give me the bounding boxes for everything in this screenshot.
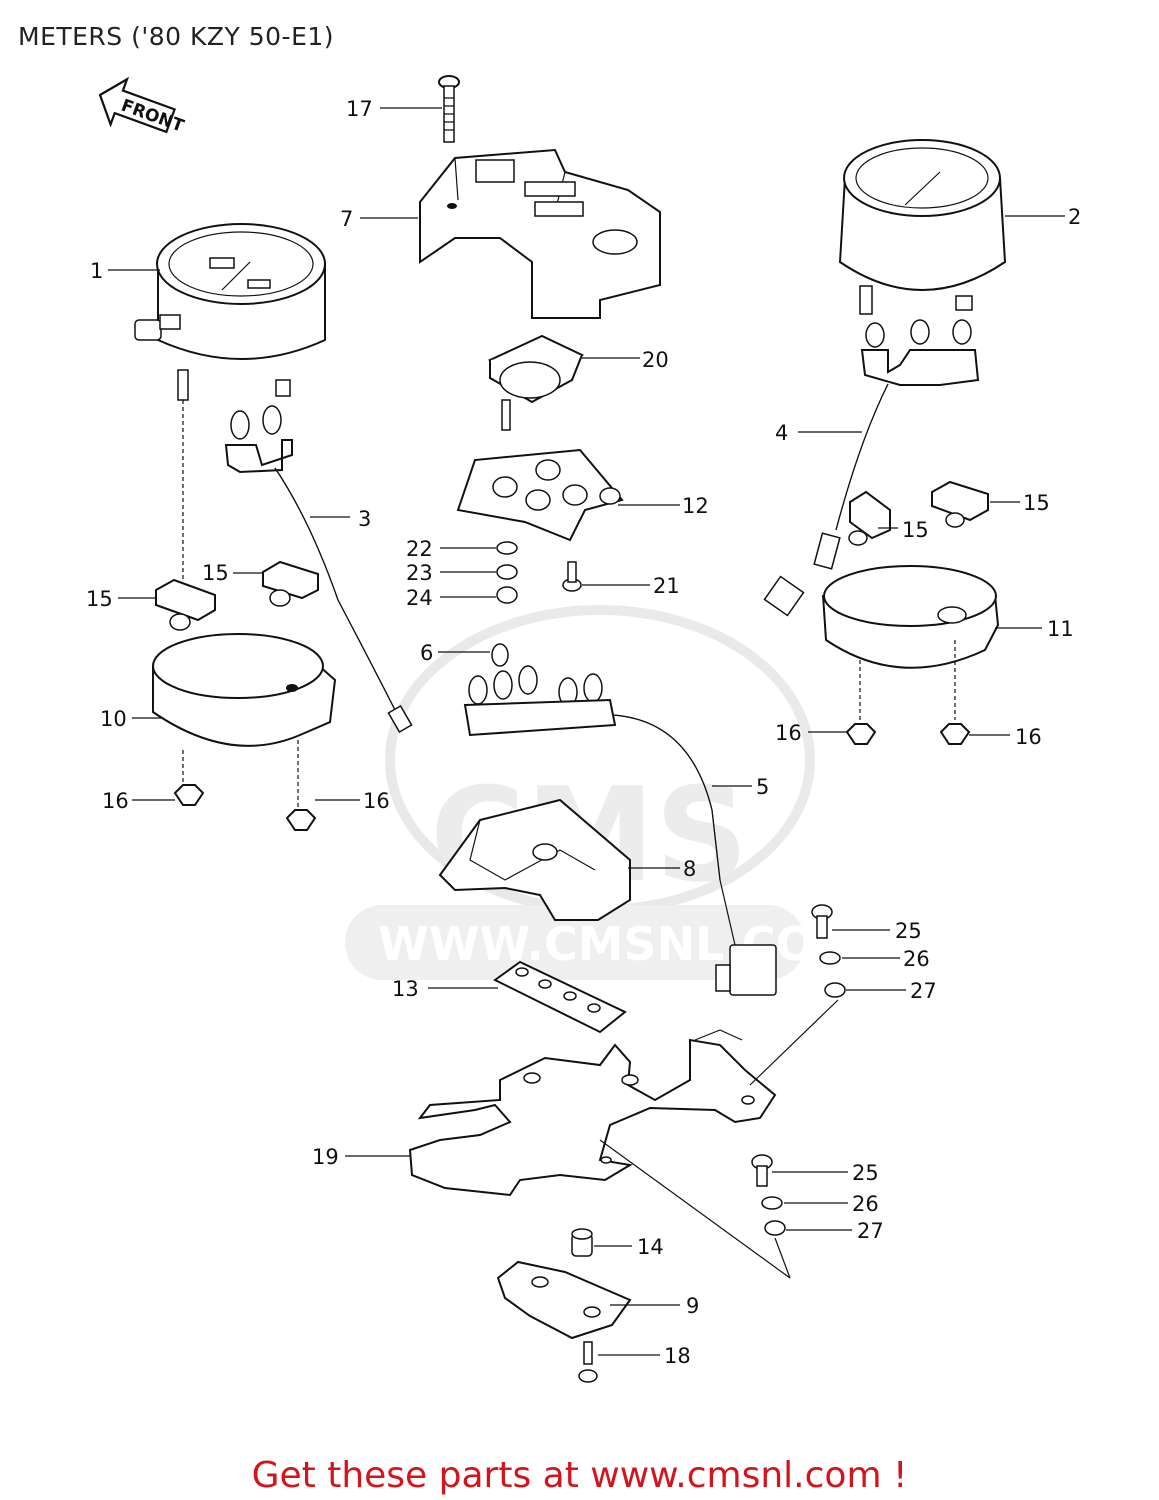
left-harness-3 xyxy=(224,405,413,734)
fasteners-25-27-lower xyxy=(751,1154,786,1236)
diagram-title: METERS ('80 KZY 50-E1) xyxy=(18,22,335,51)
label-16-b: 16 xyxy=(1015,725,1042,749)
label-16-a: 16 xyxy=(775,721,802,745)
right-housing-11 xyxy=(822,565,1000,722)
label-18: 18 xyxy=(664,1344,691,1368)
label-12: 12 xyxy=(682,494,709,518)
grommet-14 xyxy=(571,1228,593,1257)
footer-link[interactable]: Get these parts at www.cmsnl.com ! xyxy=(251,1455,908,1496)
fasteners-25-27-upper xyxy=(811,904,846,998)
bracket-15-left-a xyxy=(155,578,216,631)
bracket-15-left-b xyxy=(262,560,319,607)
nuts-16-left xyxy=(173,740,317,831)
plate-9 xyxy=(496,1260,632,1340)
label-21: 21 xyxy=(653,574,680,598)
label-6: 6 xyxy=(420,641,433,665)
label-24: 24 xyxy=(406,586,433,610)
left-housing-10 xyxy=(152,633,337,747)
label-8: 8 xyxy=(683,857,696,881)
label-2: 2 xyxy=(1068,205,1081,229)
label-13: 13 xyxy=(392,977,419,1001)
label-22: 22 xyxy=(406,537,433,561)
watermark-url: WWW.CMSNL.COM xyxy=(378,917,861,971)
label-20: 20 xyxy=(642,348,669,372)
nuts-16-right xyxy=(845,723,971,745)
label-3: 3 xyxy=(358,507,371,531)
label-27-b: 27 xyxy=(857,1219,884,1243)
label-15-b: 15 xyxy=(902,518,929,542)
meter-cover-7 xyxy=(419,148,661,319)
label-11: 11 xyxy=(1047,617,1074,641)
socket-base-12 xyxy=(456,448,624,542)
front-arrow: FRONT xyxy=(98,76,187,137)
fasteners-22-24 xyxy=(496,541,582,604)
label-9: 9 xyxy=(686,1294,699,1318)
label-27-a: 27 xyxy=(910,979,937,1003)
label-14: 14 xyxy=(637,1235,664,1259)
label-17: 17 xyxy=(346,97,373,121)
label-23: 23 xyxy=(406,561,433,585)
left-meter-1 xyxy=(134,223,326,580)
switch-20 xyxy=(487,334,585,431)
right-harness-4 xyxy=(763,319,980,617)
label-16-c: 16 xyxy=(102,789,129,813)
label-26-a: 26 xyxy=(903,947,930,971)
label-16-d: 16 xyxy=(363,789,390,813)
watermark: CMS WWW.CMSNL.COM xyxy=(345,605,861,980)
label-26-b: 26 xyxy=(852,1192,879,1216)
screw-17 xyxy=(438,75,460,143)
leader-lines xyxy=(108,107,1065,1356)
bracket-15-right-b xyxy=(931,480,989,528)
label-19: 19 xyxy=(312,1145,339,1169)
lower-cover-8 xyxy=(438,798,631,921)
label-4: 4 xyxy=(775,421,788,445)
bracket-15-right-a xyxy=(848,490,891,546)
center-harness-5 xyxy=(463,643,777,996)
right-meter-2 xyxy=(838,139,1007,315)
mount-bracket-19 xyxy=(408,1029,777,1197)
label-25-b: 25 xyxy=(852,1161,879,1185)
label-15-a: 15 xyxy=(1023,491,1050,515)
label-15-d: 15 xyxy=(86,587,113,611)
label-1: 1 xyxy=(90,259,103,283)
part-labels: 17 7 1 2 20 4 12 3 15 15 22 23 24 21 15 … xyxy=(86,97,1081,1368)
label-5: 5 xyxy=(756,775,769,799)
label-25-a: 25 xyxy=(895,919,922,943)
pad-13 xyxy=(493,960,627,1034)
label-10: 10 xyxy=(100,707,127,731)
label-15-c: 15 xyxy=(202,561,229,585)
label-7: 7 xyxy=(340,207,353,231)
screw-18 xyxy=(578,1341,598,1383)
